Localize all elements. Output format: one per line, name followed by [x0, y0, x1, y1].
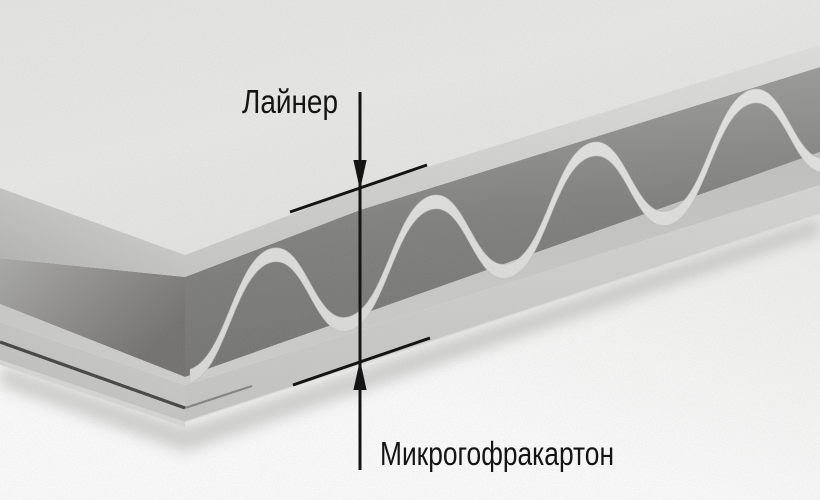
arrow-up-icon [353, 360, 367, 390]
thickness-annotation: Лайнер Микрогофракартон [242, 83, 614, 472]
liner-label: Лайнер [242, 83, 338, 120]
arrow-down-icon [353, 160, 367, 190]
board-label: Микрогофракартон [380, 435, 614, 472]
